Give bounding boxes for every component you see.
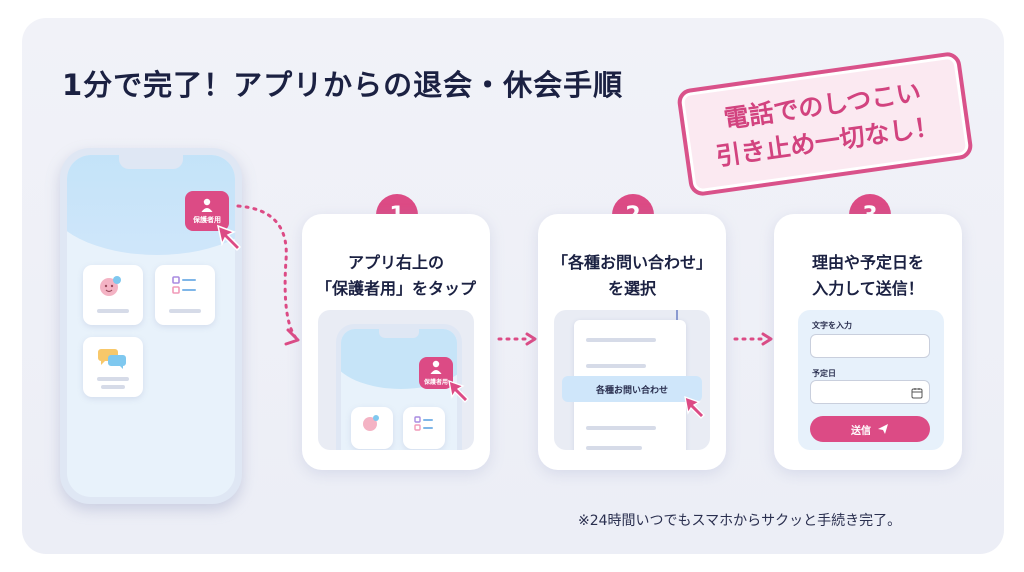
step-2-card: 「各種お問い合わせ」 を選択 各種お問い合わせ [538, 214, 726, 470]
step-1-caption: アプリ右上の 「保護者用」をタップ [315, 253, 476, 298]
list-icon [414, 416, 433, 431]
send-button-label: 送信 [851, 425, 871, 437]
menu-item-inquiries[interactable]: 各種お問い合わせ [562, 376, 702, 402]
page-title: 1分で完了！アプリからの退会・休会手順 [62, 68, 624, 102]
smile-icon [363, 415, 379, 431]
paper-plane-icon [878, 424, 888, 434]
send-button[interactable]: 送信 [810, 416, 930, 442]
phone-screen: 保護者用 [67, 155, 235, 497]
guardian-button[interactable]: 保護者用 [185, 191, 229, 231]
dotted-arrow-icon [236, 204, 300, 346]
step-2-caption: 「各種お問い合わせ」 を選択 [551, 253, 712, 298]
mini-tile-smile [351, 407, 393, 449]
guardian-button-label: 保護者用 [193, 215, 221, 224]
chat-icon [98, 349, 126, 369]
step-3-card: 理由や予定日を 入力して送信！ 文字を入力 予定日 送信 [774, 214, 962, 470]
date-input[interactable] [810, 380, 930, 404]
text-field-label: 文字を入力 [812, 321, 852, 330]
step-1-card: アプリ右上の 「保護者用」をタップ 保護者用 [302, 214, 490, 470]
footer-note: ※24時間いつでもスマホからサクッと手続き完了。 [578, 513, 902, 529]
app-tile-list[interactable] [155, 265, 215, 325]
cursor-arrow-icon [216, 224, 242, 252]
person-icon [201, 198, 213, 212]
dotted-arrow-icon [497, 332, 537, 346]
mini-tile-list [403, 407, 445, 449]
cursor-arrow-icon [684, 396, 705, 419]
smile-icon [100, 276, 121, 296]
list-icon [172, 276, 196, 294]
step-1-illustration: 保護者用 [318, 310, 474, 450]
mini-phone: 保護者用 [336, 324, 462, 450]
dotted-arrow-icon [733, 332, 773, 346]
app-tile-chat[interactable] [83, 337, 143, 397]
person-icon [430, 360, 442, 374]
date-field-label: 予定日 [812, 369, 836, 378]
mini-guardian-button[interactable]: 保護者用 [419, 357, 453, 389]
app-tile-smile[interactable] [83, 265, 143, 325]
step-3-form: 文字を入力 予定日 送信 [798, 310, 944, 450]
calendar-icon [911, 388, 923, 399]
text-input[interactable] [810, 334, 930, 358]
phone-illustration: 保護者用 [60, 148, 242, 504]
step-3-caption: 理由や予定日を 入力して送信！ [811, 253, 924, 298]
cursor-arrow-icon [448, 380, 469, 403]
step-2-illustration: 各種お問い合わせ [554, 310, 710, 450]
